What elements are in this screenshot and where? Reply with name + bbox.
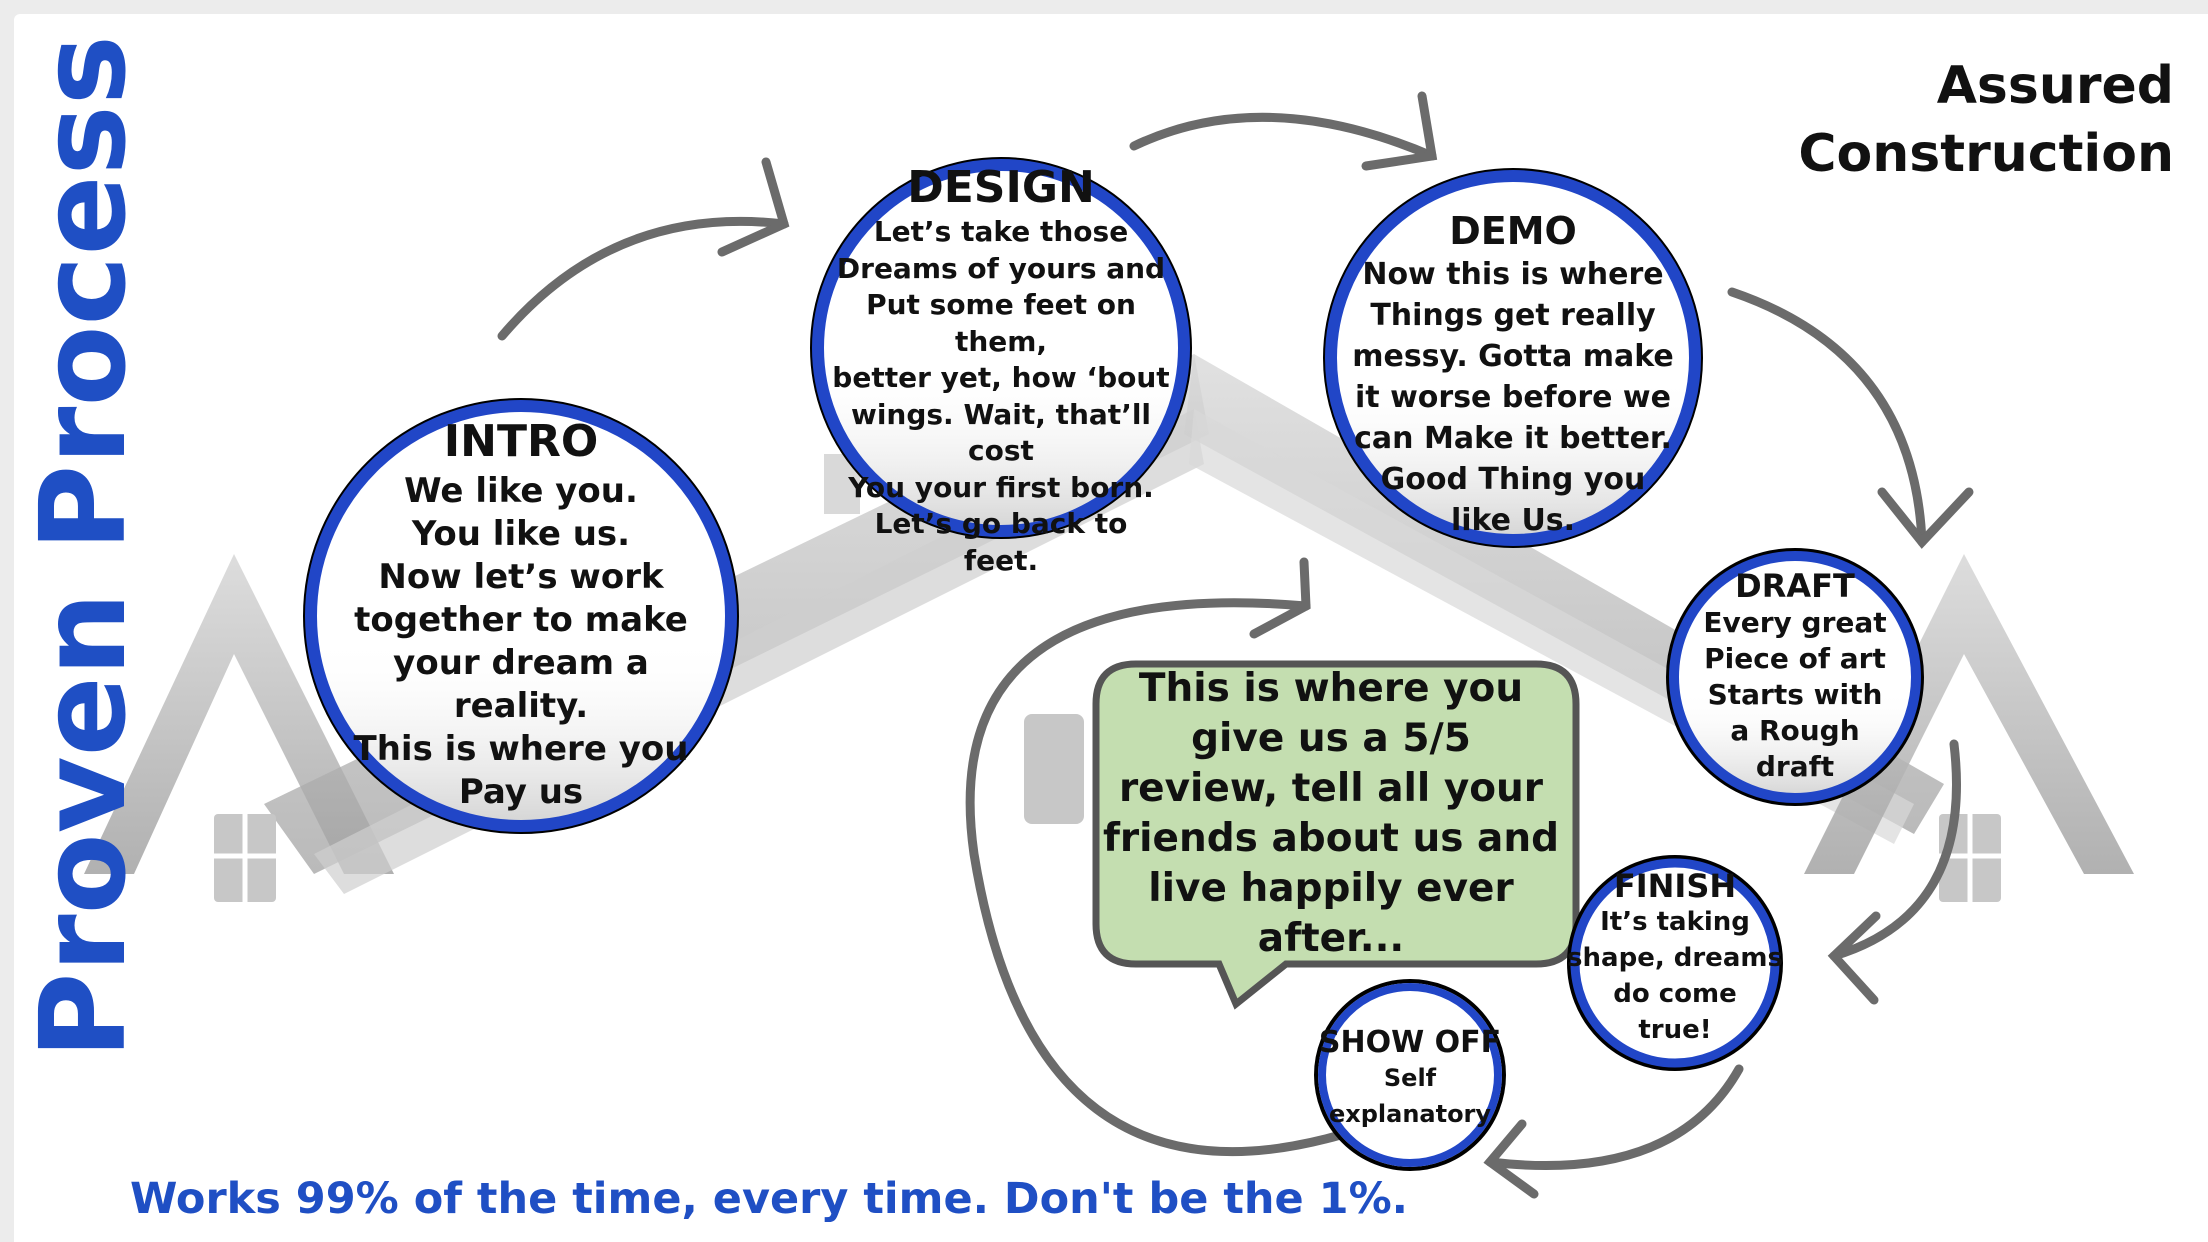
step-circles <box>303 157 1924 1171</box>
review-bubble-text: This is where you give us a 5/5 review, … <box>1096 664 1566 964</box>
show-off-line: explanatory <box>1328 1100 1492 1128</box>
intro-line: This is where you <box>353 729 689 769</box>
finish-line: shape, dreams <box>1567 943 1783 973</box>
design-line: Let’s go back to <box>874 507 1128 540</box>
design-line: Dreams of yours and <box>836 251 1166 285</box>
review-line: give us a 5/5 <box>1191 716 1471 761</box>
review-line: This is where you <box>1138 666 1524 711</box>
show-off-title: SHOW OFF <box>1318 1025 1502 1060</box>
process-diagram <box>84 91 2134 1199</box>
review-line: live happily ever <box>1148 866 1514 911</box>
review-line: review, tell all your <box>1118 766 1544 811</box>
demo-line: like Us. <box>1450 503 1576 538</box>
demo-step: DEMO Now this is where Things get really… <box>1343 208 1683 541</box>
company-brand: Assured Construction <box>1798 52 2174 188</box>
intro-circle <box>305 400 737 832</box>
demo-line: Things get really <box>1370 298 1656 333</box>
design-title: DESIGN <box>907 162 1095 213</box>
brand-line-1: Assured <box>1936 56 2174 116</box>
design-step: DESIGN Let’s take those Dreams of yours … <box>826 162 1176 579</box>
design-line: Let’s take those <box>873 215 1129 248</box>
draft-line: Piece of art <box>1704 642 1886 675</box>
finish-title: FINISH <box>1613 867 1737 905</box>
draft-line: Starts with <box>1707 678 1883 711</box>
demo-line: can Make it better. <box>1354 421 1672 456</box>
demo-title: DEMO <box>1449 209 1577 253</box>
flow-arrows <box>497 91 1974 1199</box>
finish-line: It’s taking <box>1600 907 1750 937</box>
draft-circle <box>1669 551 1921 803</box>
design-line: Put some feet on them, <box>866 288 1136 358</box>
draft-line: draft <box>1755 750 1835 783</box>
design-line: You your first born. <box>848 470 1154 504</box>
slide-canvas: INTRO We like you. You like us. Now let’… <box>14 14 2208 1242</box>
review-line: after... <box>1257 916 1405 961</box>
intro-line: We like you. <box>404 471 638 511</box>
arrow-finish-to-showoff <box>1485 1064 1744 1171</box>
brand-line-2: Construction <box>1798 124 2174 184</box>
arrow-draft-to-finish <box>1829 739 1961 961</box>
arrow-intro-to-design <box>497 216 789 341</box>
draft-step: DRAFT Every great Piece of art Starts wi… <box>1680 567 1910 785</box>
intro-title: INTRO <box>443 416 599 467</box>
intro-line: Pay us <box>458 772 584 812</box>
arrow-demo-to-draft <box>1727 287 1927 547</box>
design-circle <box>812 159 1190 537</box>
intro-line: your dream a reality. <box>393 643 649 726</box>
design-line: wings. Wait, that’ll cost <box>850 397 1152 468</box>
review-line: friends about us and <box>1102 816 1560 861</box>
finish-line: do come <box>1613 979 1737 1009</box>
design-line: better yet, how ‘bout <box>832 361 1170 394</box>
arrow-design-to-demo <box>1129 112 1437 161</box>
demo-line: Now this is where <box>1362 257 1664 292</box>
finish-line: true! <box>1638 1015 1712 1045</box>
intro-step: INTRO We like you. You like us. Now let’… <box>331 414 711 814</box>
demo-line: messy. Gotta make <box>1352 339 1674 374</box>
finish-step: FINISH It’s taking shape, dreams do come… <box>1565 868 1785 1048</box>
show-off-circle <box>1318 983 1502 1167</box>
arrow-showoff-loop <box>965 598 1349 1157</box>
draft-title: DRAFT <box>1735 567 1855 605</box>
show-off-step: SHOW OFF Self explanatory <box>1310 1026 1510 1132</box>
draft-line: Every great <box>1703 606 1887 639</box>
intro-line: together to make <box>354 600 688 640</box>
finish-circle <box>1570 858 1780 1068</box>
intro-line: Now let’s work <box>378 557 664 597</box>
demo-circle <box>1325 170 1701 546</box>
design-line: feet. <box>963 543 1039 577</box>
review-bubble <box>1092 660 1580 1010</box>
draft-line: a Rough <box>1730 714 1860 747</box>
demo-line: it worse before we <box>1355 380 1671 415</box>
proven-process-title: Proven Process <box>14 35 152 1059</box>
intro-line: You like us. <box>411 514 631 554</box>
demo-line: Good Thing you <box>1380 462 1646 497</box>
show-off-line: Self <box>1383 1064 1437 1092</box>
footer-tagline: Works 99% of the time, every time. Don't… <box>130 1174 1409 1224</box>
